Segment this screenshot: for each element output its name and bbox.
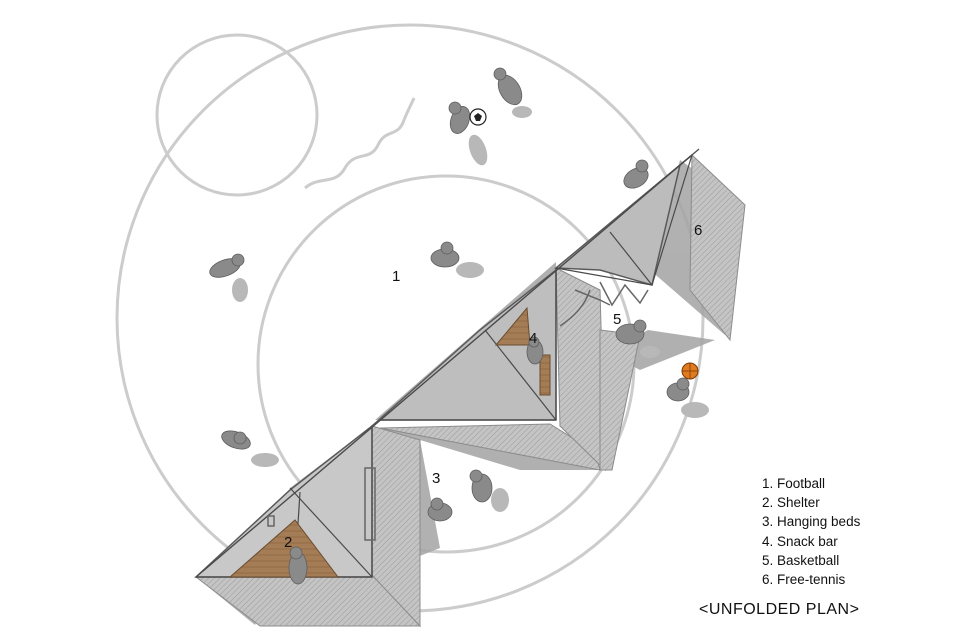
- wood-decks: [228, 306, 551, 578]
- plan-title: <UNFOLDED PLAN>: [699, 601, 860, 618]
- small-field-circle: [155, 33, 319, 197]
- zone-number-basketball: 5: [613, 311, 621, 328]
- person-figure: [288, 546, 308, 585]
- zone-number-hanging-beds: 3: [432, 470, 440, 487]
- zone-number-shelter: 2: [284, 534, 292, 551]
- basketball-icon: [681, 362, 699, 380]
- legend-item-snack-bar: 4. Snack bar: [762, 533, 838, 549]
- zone-number-snack-bar: 4: [529, 330, 537, 347]
- soccer-ball-icon: [469, 108, 487, 126]
- person-figure: [209, 253, 248, 302]
- person-figure: [427, 497, 453, 522]
- person-figure: [623, 159, 649, 189]
- zone-number-football: 1: [392, 268, 400, 285]
- person-figure: [666, 377, 709, 418]
- wavy-line: [304, 97, 416, 190]
- hanging-bed-rails: [267, 281, 649, 541]
- person-figure: [448, 101, 488, 166]
- legend: 1. Football 2. Shelter 3. Hanging beds 4…: [762, 474, 860, 589]
- shelter-deck: [228, 519, 340, 578]
- snack-bar-deck: [494, 306, 531, 346]
- legend-item-shelter: 2. Shelter: [762, 495, 820, 511]
- person-figure: [430, 241, 484, 278]
- hatched-walls: [194, 153, 746, 628]
- person-figure: [221, 430, 279, 467]
- legend-item-basketball: 5. Basketball: [762, 552, 840, 568]
- legend-item-football: 1. Football: [762, 476, 826, 491]
- legend-item-hanging-beds: 3. Hanging beds: [762, 514, 861, 530]
- person-figure: [615, 319, 660, 358]
- snack-bar-counter: [539, 354, 551, 396]
- person-figure: [493, 67, 532, 118]
- zone-number-free-tennis: 6: [694, 222, 702, 239]
- people-figures: [209, 67, 709, 585]
- person-figure: [469, 469, 509, 512]
- legend-item-free-tennis: 6. Free-tennis: [762, 572, 846, 588]
- person-figure: [526, 336, 544, 365]
